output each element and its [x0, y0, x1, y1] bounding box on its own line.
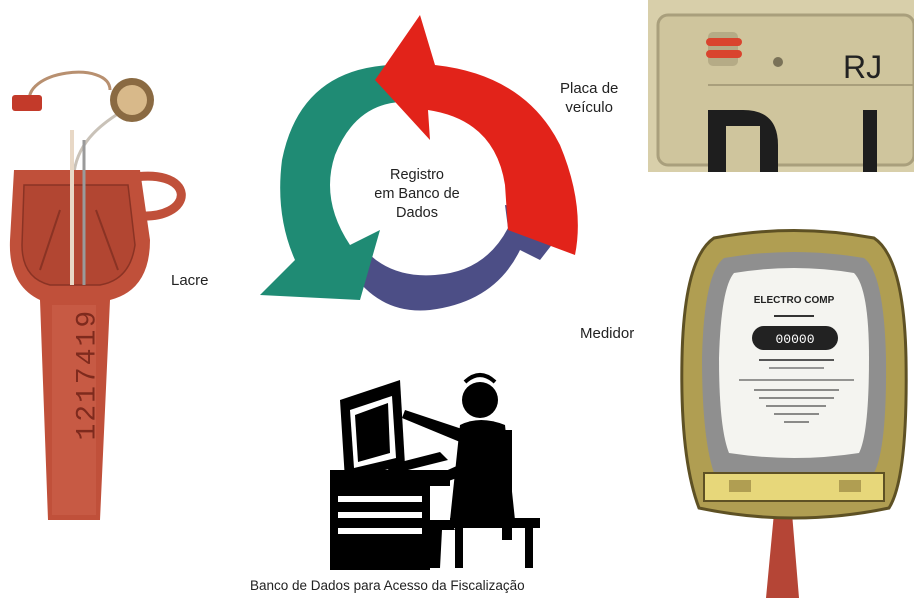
- meter-label: Medidor: [580, 325, 634, 344]
- meter-counter: 00000: [775, 332, 814, 347]
- center-line-1: Registro: [358, 166, 476, 185]
- center-line-3: Dados: [358, 204, 476, 223]
- center-line-2: em Banco de: [358, 185, 476, 204]
- plate-text: RJ: [843, 49, 882, 85]
- seal-number: 1217419: [73, 341, 104, 441]
- seal-label: Lacre: [171, 272, 209, 291]
- vehicle-plate-image: RJ: [648, 0, 914, 172]
- meter-brand: ELECTRO COMP: [754, 295, 835, 306]
- plate-label-line-2: veículo: [560, 99, 618, 118]
- database-label: Banco de Dados para Acesso da Fiscalizaç…: [250, 578, 525, 595]
- meter-image: ELECTRO COMP 00000: [674, 218, 914, 598]
- plate-label-line-1: Placa de: [560, 80, 618, 99]
- cycle-center-text: Registro em Banco de Dados: [358, 166, 476, 223]
- operator-computer-icon: [330, 370, 550, 570]
- plate-label: Placa de veículo: [560, 80, 618, 118]
